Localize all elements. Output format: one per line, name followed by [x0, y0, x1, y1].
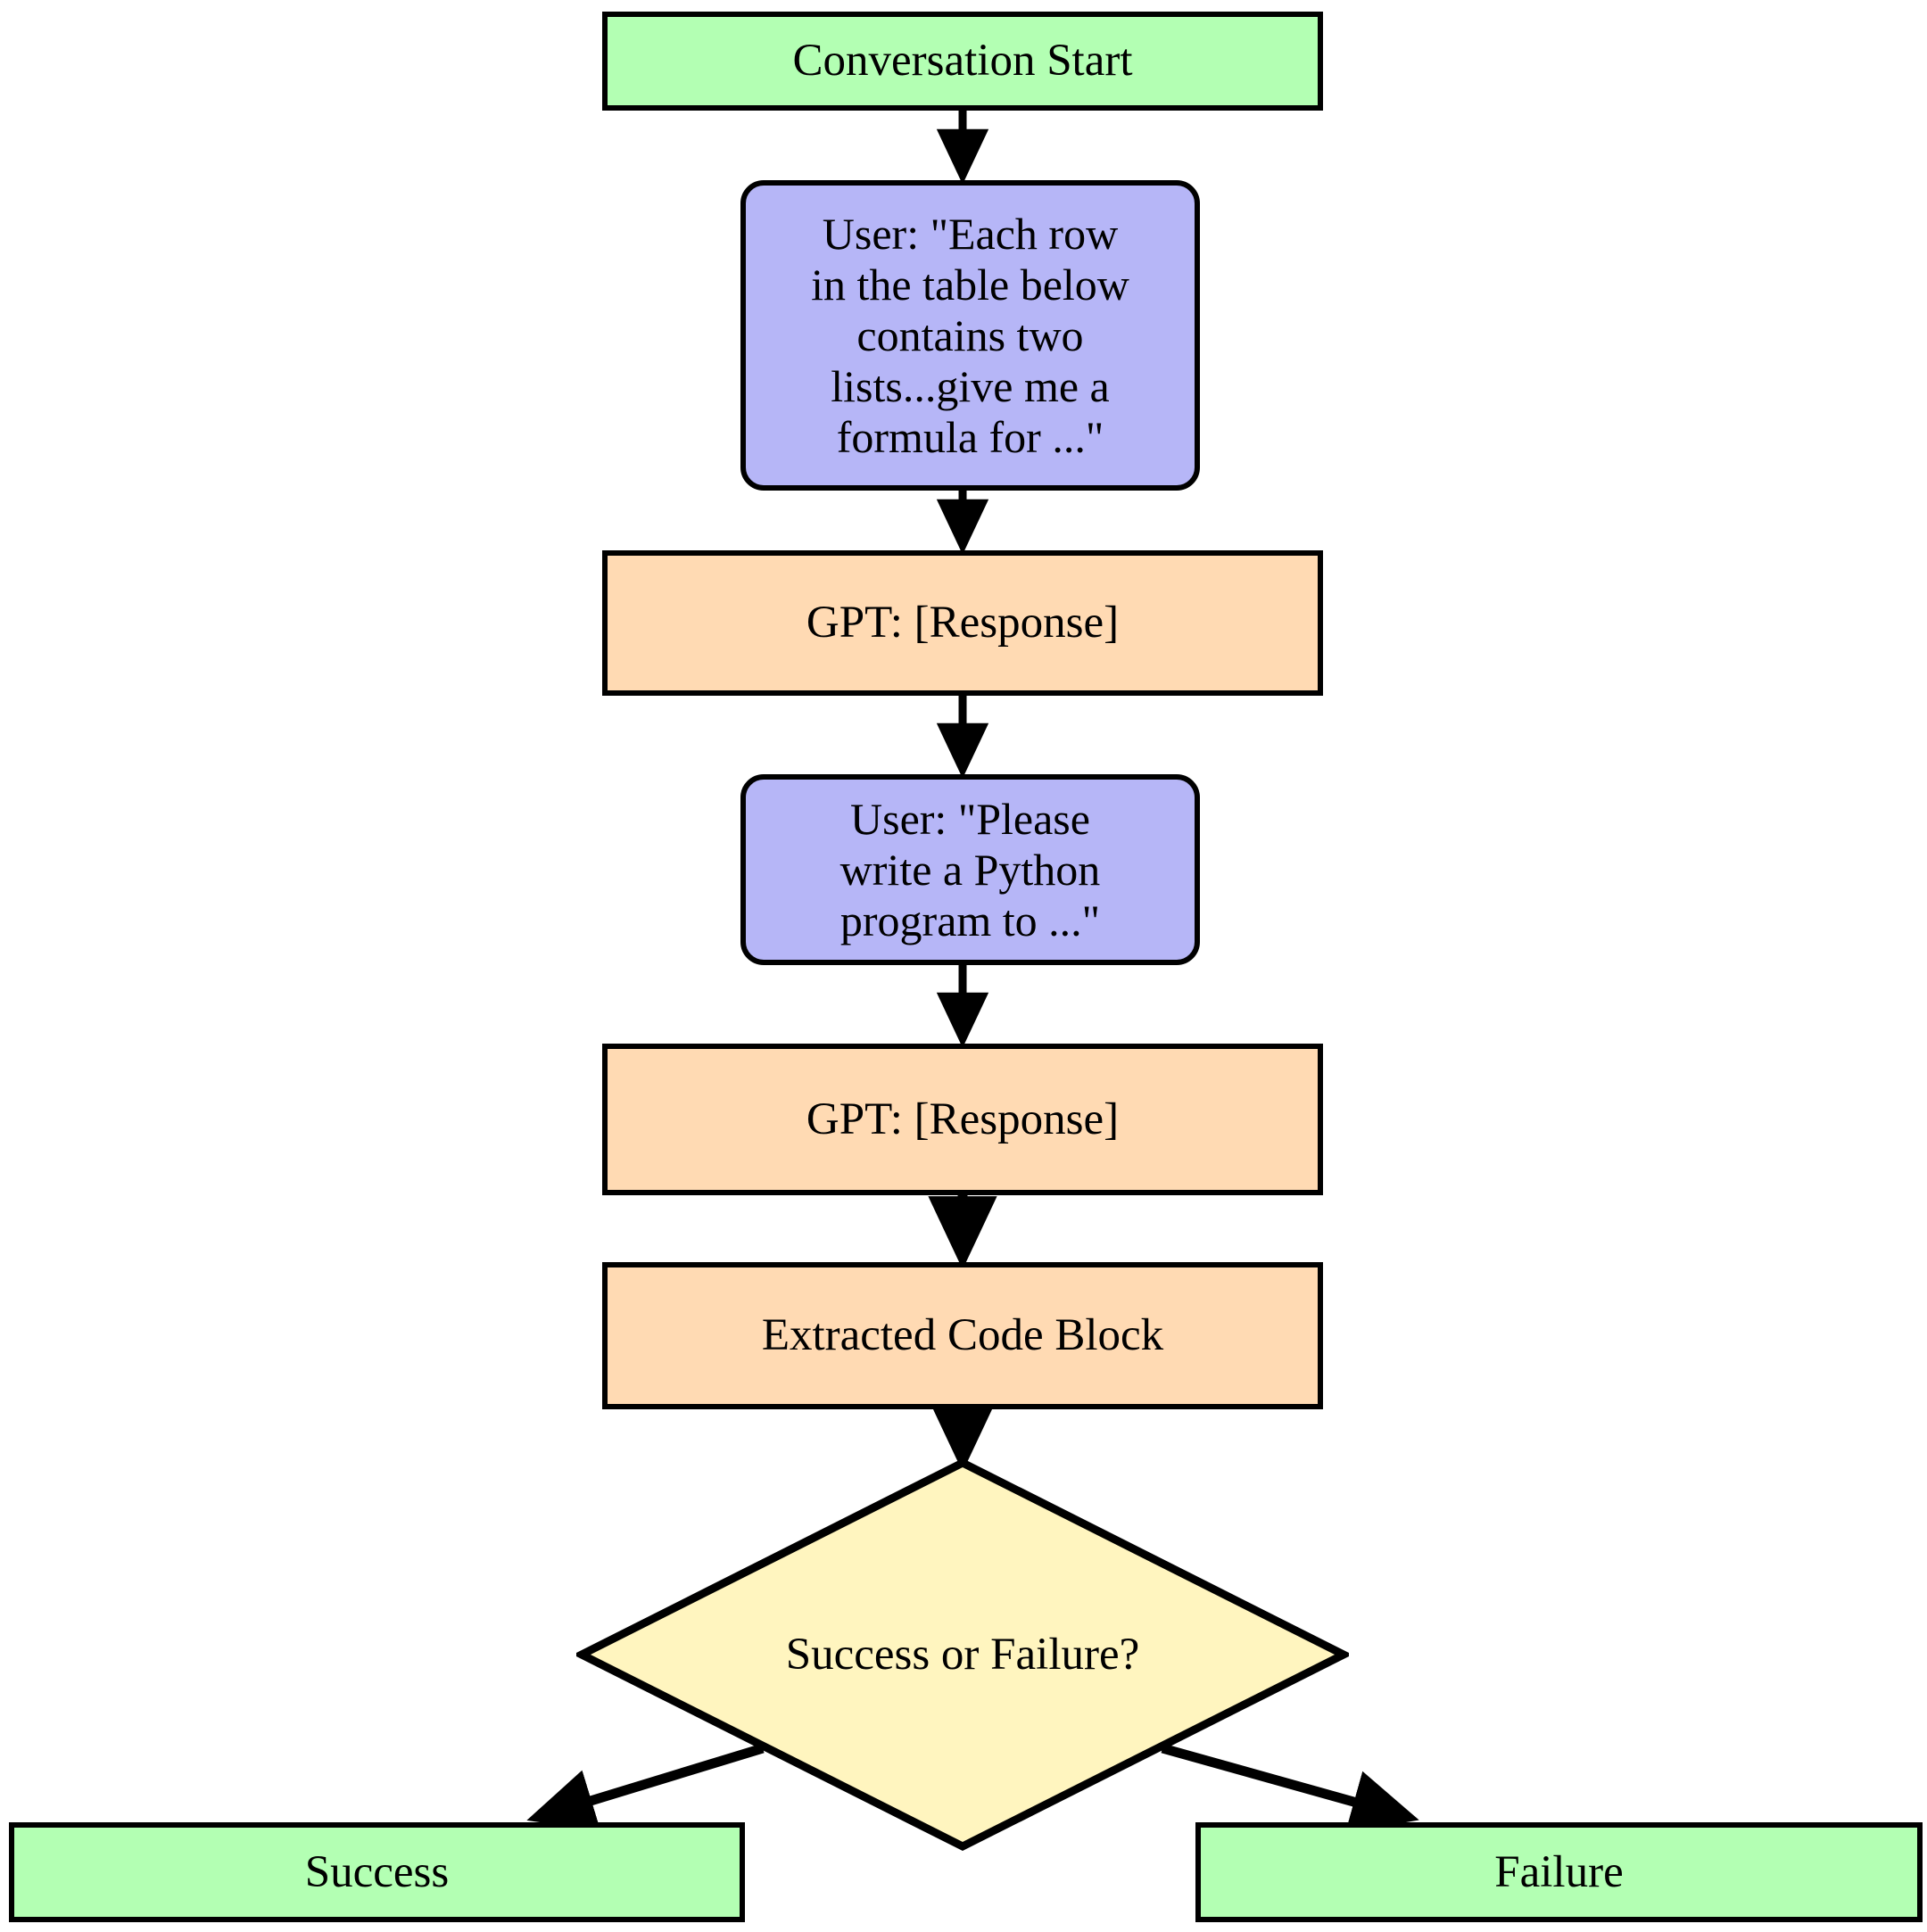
- node-gpt-response-1-label: GPT: [Response]: [806, 598, 1120, 648]
- node-success[interactable]: Success: [9, 1822, 745, 1922]
- node-extracted-code-block[interactable]: Extracted Code Block: [602, 1262, 1323, 1409]
- node-success-label: Success: [304, 1846, 450, 1897]
- node-gpt-response-2-label: GPT: [Response]: [806, 1094, 1120, 1144]
- node-failure-label: Failure: [1494, 1846, 1624, 1897]
- decision-diamond-shape: [572, 1457, 1353, 1852]
- edge-decision-to-failure: [1161, 1743, 1419, 1833]
- node-user-message-1-label: User: "Each row in the table below conta…: [811, 208, 1129, 462]
- node-extracted-code-block-label: Extracted Code Block: [761, 1310, 1164, 1361]
- node-conversation-start-label: Conversation Start: [792, 36, 1133, 87]
- node-user-message-1[interactable]: User: "Each row in the table below conta…: [740, 180, 1200, 491]
- node-gpt-response-2[interactable]: GPT: [Response]: [602, 1044, 1323, 1195]
- node-user-message-2-label: User: "Please write a Python program to …: [839, 793, 1101, 945]
- node-conversation-start[interactable]: Conversation Start: [602, 12, 1323, 111]
- node-gpt-response-1[interactable]: GPT: [Response]: [602, 550, 1323, 696]
- node-success-or-failure[interactable]: Success or Failure?: [572, 1457, 1353, 1852]
- node-failure[interactable]: Failure: [1195, 1822, 1923, 1922]
- edge-decision-to-success: [526, 1743, 765, 1831]
- node-user-message-2[interactable]: User: "Please write a Python program to …: [740, 774, 1200, 965]
